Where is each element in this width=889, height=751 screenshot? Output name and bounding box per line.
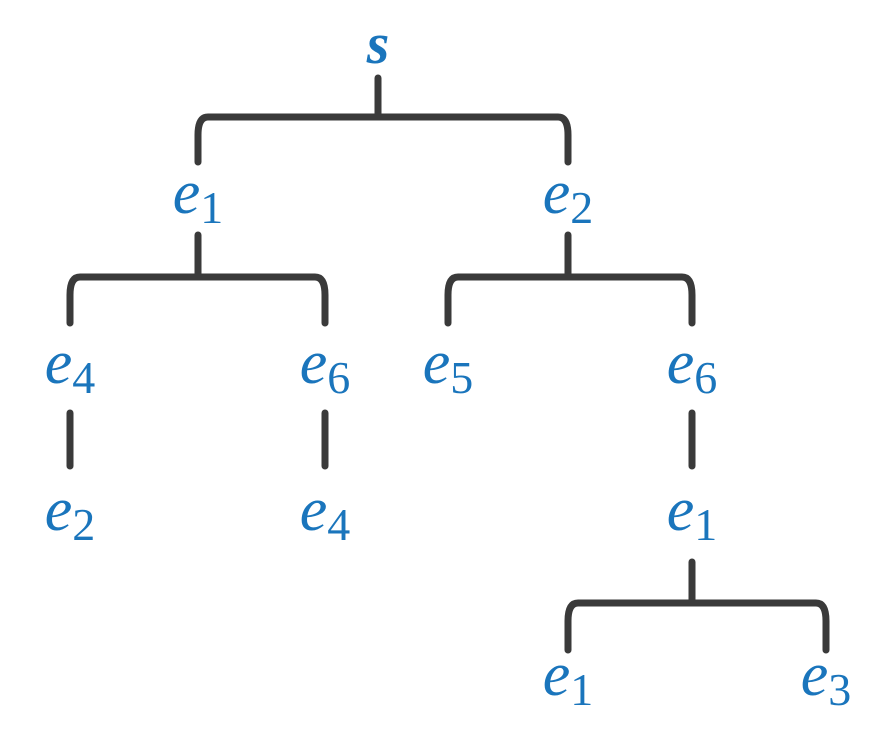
edge-bracket-n1 <box>66 273 329 327</box>
tree-node-e1-n1: e1 <box>173 159 224 233</box>
tree-node-e1-n9: e1 <box>667 476 718 550</box>
node-label: e <box>543 641 571 709</box>
node-subscript: 1 <box>694 499 717 550</box>
node-label: e <box>45 329 73 397</box>
node-subscript: 1 <box>200 182 223 233</box>
node-label: e <box>667 476 695 544</box>
tree-node-e4-n3: e4 <box>45 329 96 403</box>
tree-node-e1-n10: e1 <box>543 641 594 715</box>
node-subscript: 2 <box>570 182 593 233</box>
edge-bracket-n0 <box>194 113 572 166</box>
tree-node-s-n0: s <box>366 11 390 76</box>
node-label: e <box>300 329 328 397</box>
edge-bracket-n9 <box>564 599 830 654</box>
tree-node-e4-n8: e4 <box>300 476 351 550</box>
node-label: e <box>300 476 328 544</box>
node-subscript: 5 <box>450 352 473 403</box>
node-subscript: 6 <box>694 352 717 403</box>
node-subscript: 4 <box>72 352 95 403</box>
node-label: e <box>543 159 571 227</box>
tree-edges <box>66 74 830 654</box>
node-label: e <box>173 159 201 227</box>
node-subscript: 6 <box>327 352 350 403</box>
node-label: s <box>366 11 390 76</box>
node-subscript: 2 <box>72 499 95 550</box>
node-label: e <box>423 329 451 397</box>
node-subscript: 4 <box>327 499 350 550</box>
node-label: e <box>801 641 829 709</box>
tree-node-e2-n2: e2 <box>543 159 594 233</box>
node-label: e <box>45 476 73 544</box>
tree-node-e3-n11: e3 <box>801 641 852 715</box>
tree-node-e6-n6: e6 <box>667 329 718 403</box>
tree-node-e5-n5: e5 <box>423 329 474 403</box>
tree-node-e6-n4: e6 <box>300 329 351 403</box>
node-subscript: 1 <box>570 664 593 715</box>
edge-bracket-n2 <box>444 273 696 327</box>
tree-node-e2-n7: e2 <box>45 476 96 550</box>
node-label: e <box>667 329 695 397</box>
node-subscript: 3 <box>828 664 851 715</box>
